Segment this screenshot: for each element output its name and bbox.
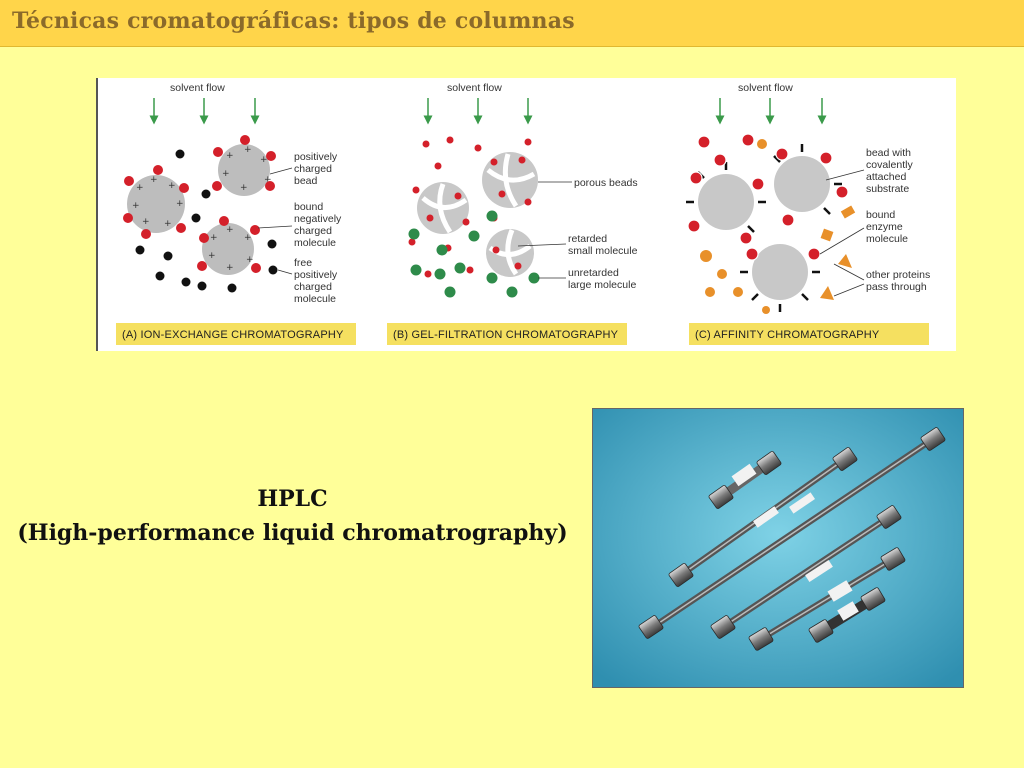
beads-group-b [417, 152, 538, 277]
hplc-full-name: (High-performance liquid chromatrography… [17, 520, 568, 546]
label-bound-molecule-3: charged [294, 225, 332, 237]
label-bound-molecule-1: bound [294, 201, 323, 213]
label-free-molecule-1: free [294, 257, 312, 269]
panel-a-flow-label: solvent flow [170, 82, 225, 94]
panel-affinity: solvent flow bead wi [686, 82, 930, 345]
svg-text:+: + [246, 255, 254, 265]
label-other-proteins-2: pass through [866, 281, 927, 293]
label-bound-enzyme-2: enzyme [866, 221, 903, 233]
svg-text:+: + [176, 199, 184, 209]
label-bound-molecule-4: molecule [294, 237, 336, 249]
panel-ion-exchange: solvent flow +++++++ ++++++ ++++++ [116, 82, 356, 345]
label-bead-substrate-4: substrate [866, 183, 909, 195]
label-retarded-2: small molecule [568, 245, 638, 257]
panel-gel-filtration: solvent flow porou [387, 82, 638, 345]
label-unretarded-2: large molecule [568, 279, 636, 291]
label-bead-substrate-3: attached [866, 171, 906, 183]
svg-text:+: + [244, 145, 252, 155]
svg-text:+: + [132, 201, 140, 211]
svg-text:+: + [260, 155, 268, 165]
caption-affinity: (C) AFFINITY CHROMATOGRAPHY [695, 329, 880, 341]
label-free-molecule-3: charged [294, 281, 332, 293]
label-bead-substrate-2: covalently [866, 159, 913, 171]
chromatography-figure: solvent flow +++++++ ++++++ ++++++ [96, 78, 956, 351]
svg-text:+: + [226, 151, 234, 161]
svg-text:+: + [222, 169, 230, 179]
label-bound-molecule-2: negatively [294, 213, 342, 225]
label-positively-charged-bead-1: positively [294, 151, 338, 163]
svg-text:+: + [226, 263, 234, 273]
beads-group-a: +++++++ ++++++ ++++++ [123, 135, 278, 293]
hplc-heading: HPLC [257, 486, 328, 512]
beads-group-c [686, 144, 842, 312]
svg-text:+: + [244, 233, 252, 243]
title-bar: Técnicas cromatográficas: tipos de colum… [0, 0, 1024, 47]
label-retarded-1: retarded [568, 233, 607, 245]
label-free-molecule-4: molecule [294, 293, 336, 305]
svg-text:+: + [226, 225, 234, 235]
label-porous-beads: porous beads [574, 177, 638, 189]
caption-ion-exchange: (A) ION-EXCHANGE CHROMATOGRAPHY [122, 329, 344, 341]
svg-text:+: + [210, 233, 218, 243]
svg-text:+: + [168, 181, 176, 191]
caption-gel-filtration: (B) GEL-FILTRATION CHROMATOGRAPHY [393, 329, 619, 341]
svg-text:+: + [240, 183, 248, 193]
svg-text:+: + [164, 219, 172, 229]
svg-text:+: + [136, 183, 144, 193]
hplc-columns-photo [592, 408, 964, 688]
label-bound-enzyme-1: bound [866, 209, 895, 221]
svg-text:+: + [142, 217, 150, 227]
label-bound-enzyme-3: molecule [866, 233, 908, 245]
label-positively-charged-bead-2: charged [294, 163, 332, 175]
panel-b-flow-label: solvent flow [447, 82, 502, 94]
slide-title: Técnicas cromatográficas: tipos de colum… [12, 8, 575, 34]
label-other-proteins-1: other proteins [866, 269, 930, 281]
svg-text:+: + [208, 251, 216, 261]
label-bead-substrate-1: bead with [866, 147, 911, 159]
panel-c-flow-label: solvent flow [738, 82, 793, 94]
label-unretarded-1: unretarded [568, 267, 619, 279]
label-positively-charged-bead-3: bead [294, 175, 318, 187]
label-free-molecule-2: positively [294, 269, 338, 281]
svg-text:+: + [150, 175, 158, 185]
svg-text:+: + [264, 175, 272, 185]
